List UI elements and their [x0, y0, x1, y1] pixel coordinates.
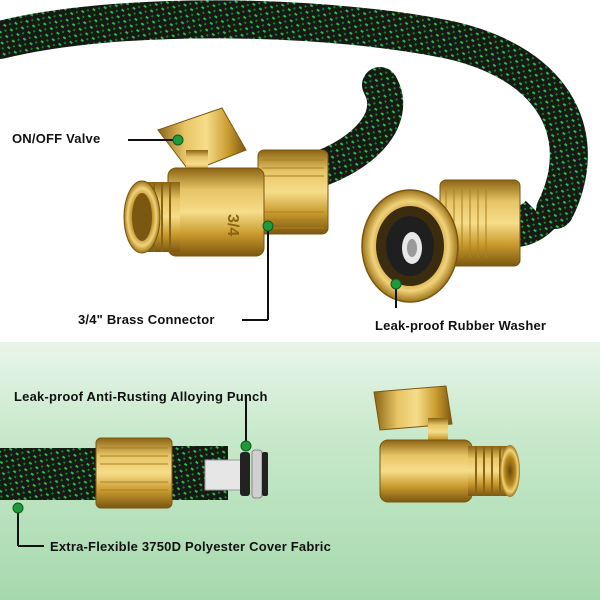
inner-tube-fitting — [204, 449, 268, 499]
callout-cover-fabric: Extra-Flexible 3750D Polyester Cover Fab… — [50, 539, 332, 554]
callout-rubber-washer: Leak-proof Rubber Washer — [375, 318, 547, 333]
coupling — [95, 437, 173, 509]
connector-stamp: 3/4 — [224, 214, 241, 236]
marker-connector — [262, 220, 274, 232]
callout-alloying-punch: Leak-proof Anti-Rusting Alloying Punch — [14, 389, 268, 404]
female-connector — [361, 179, 521, 303]
marker-valve — [172, 134, 184, 146]
callout-on-off-valve: ON/OFF Valve — [12, 131, 101, 146]
marker-fabric — [12, 502, 24, 514]
standalone-valve — [373, 385, 520, 503]
marker-punch — [240, 440, 252, 452]
callout-brass-connector: 3/4" Brass Connector — [78, 312, 215, 327]
marker-washer — [390, 278, 402, 290]
callout-leaders — [17, 139, 397, 547]
hose-segment — [0, 446, 228, 500]
male-connector-with-valve: 3/4 — [123, 107, 329, 257]
